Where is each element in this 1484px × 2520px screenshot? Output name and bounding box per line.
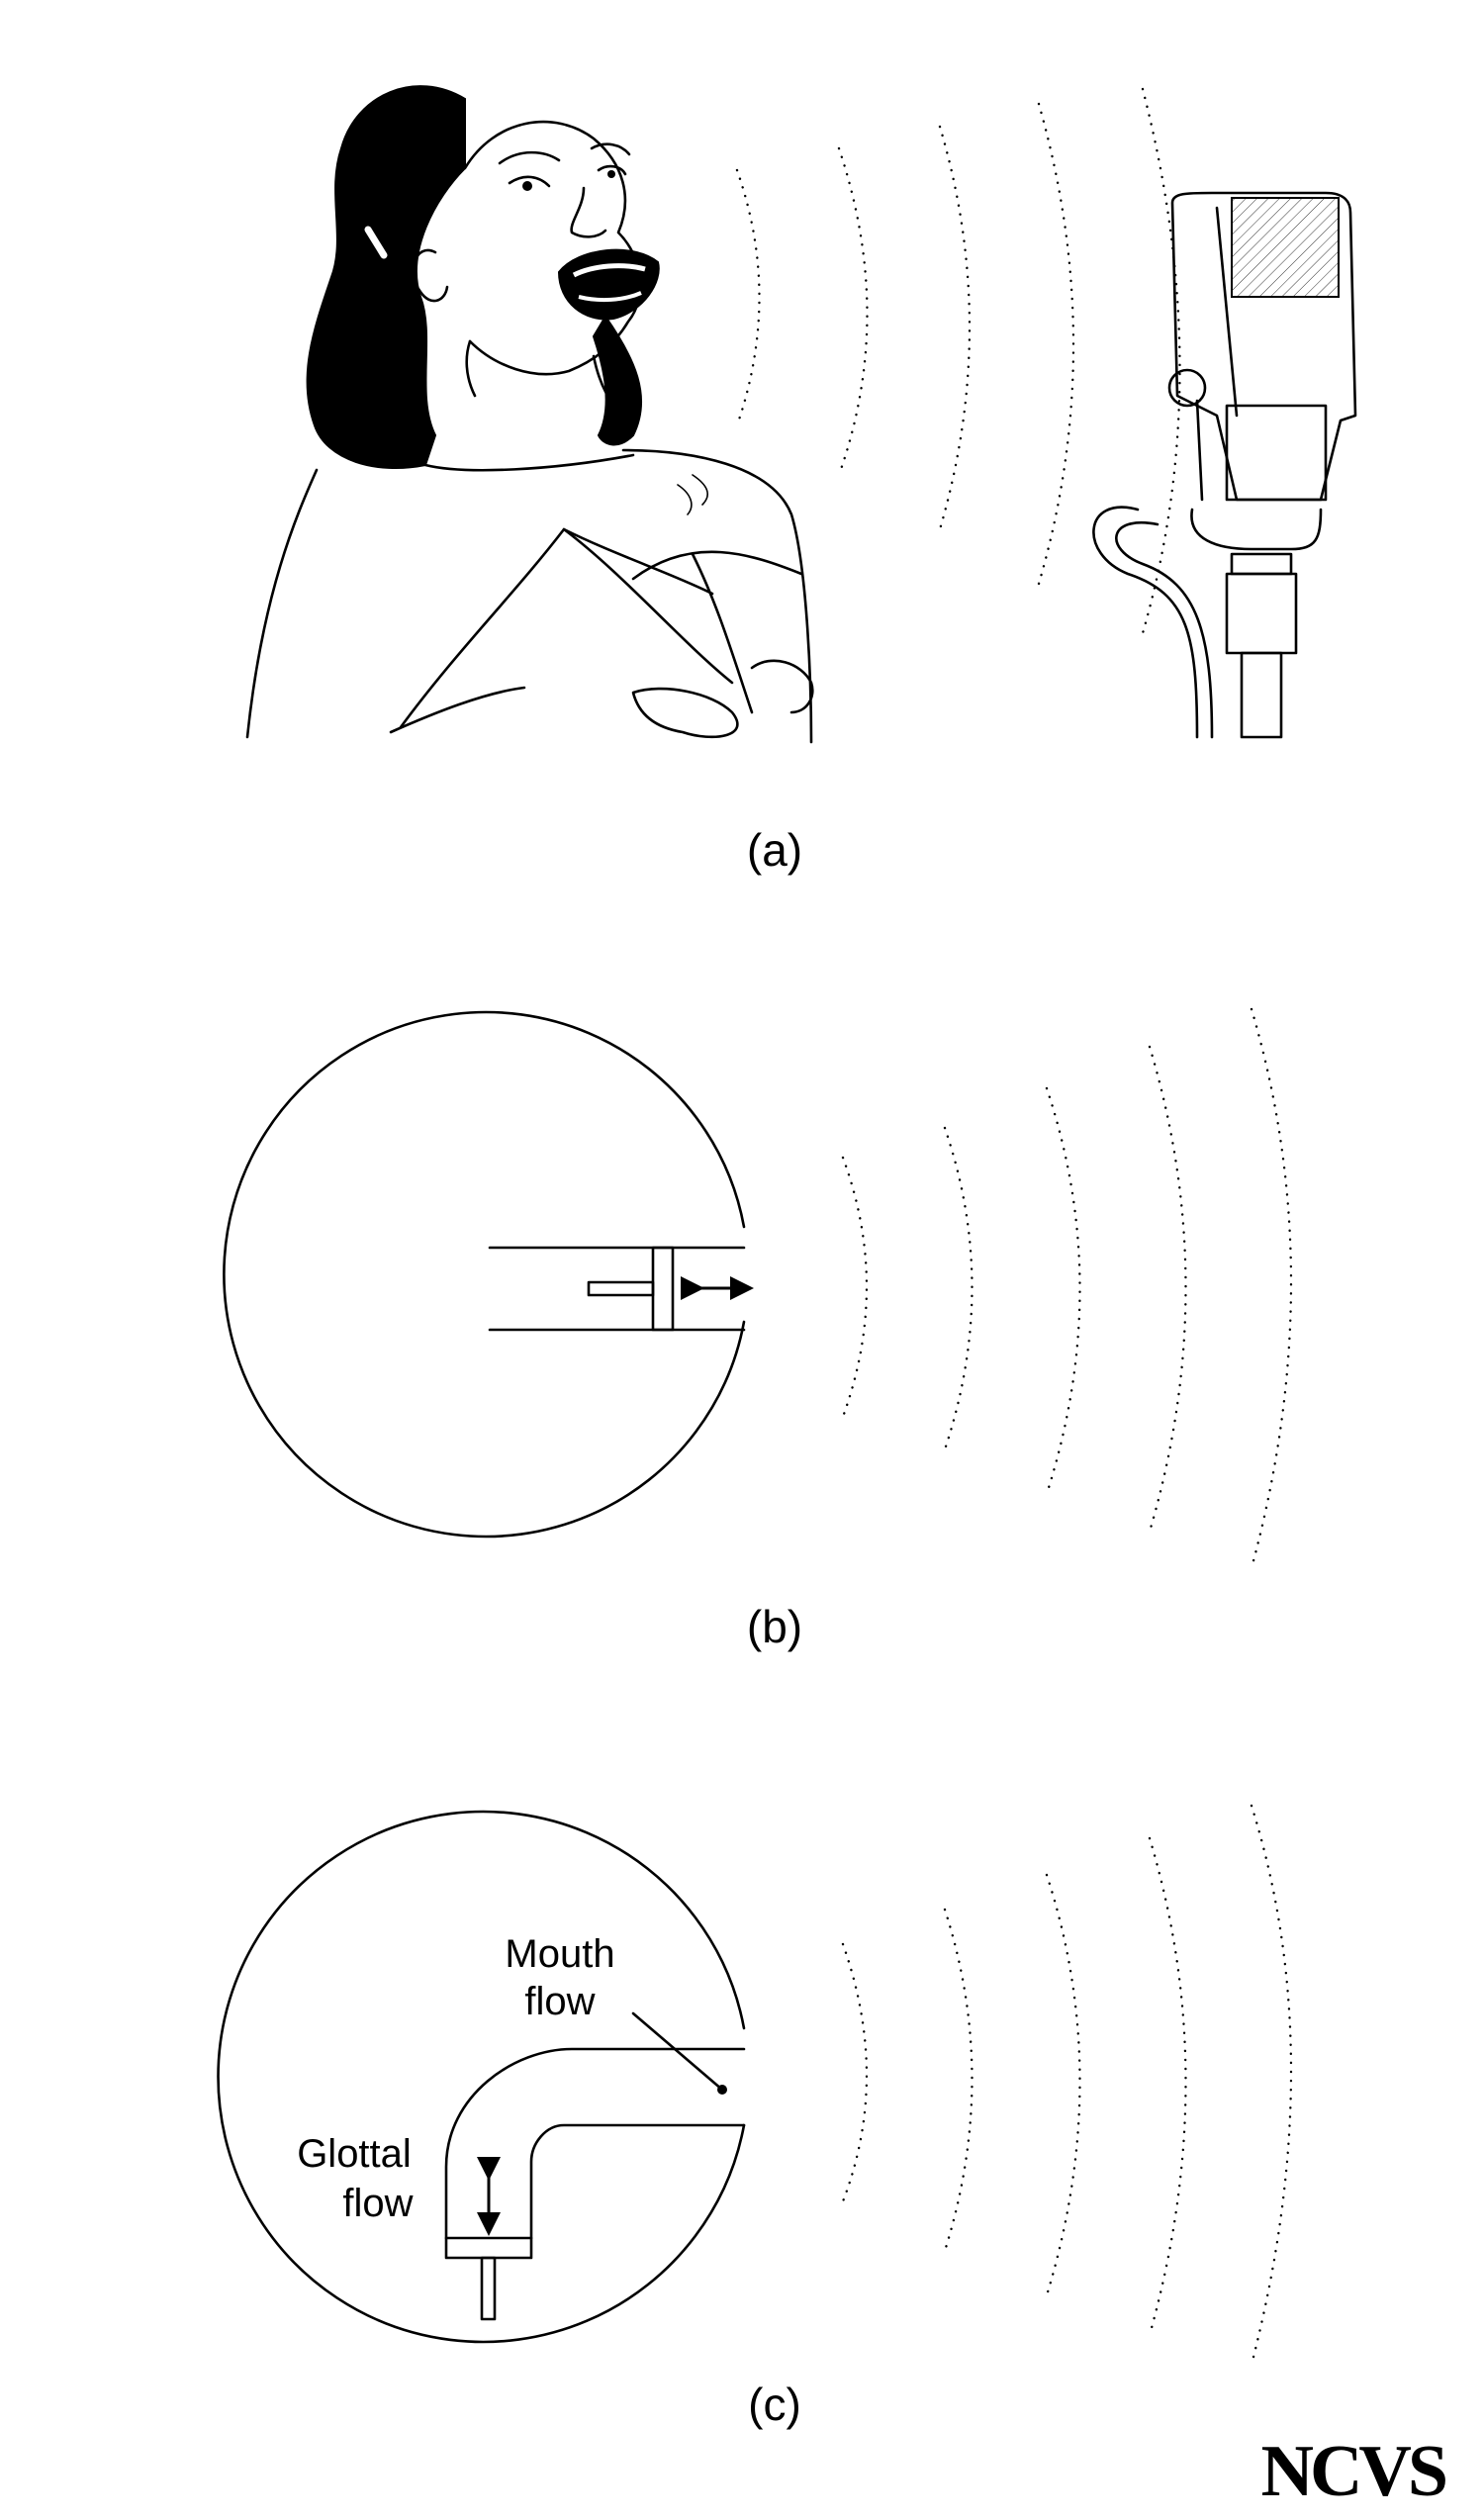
- mouth-flow-point: [717, 2085, 727, 2095]
- sphere-outline-c: [217, 1810, 746, 2344]
- ncvs-logo: NCVS: [1261, 2431, 1446, 2512]
- vintage-microphone-icon: [1092, 191, 1357, 739]
- mouth-flow-label-line2: flow: [524, 1980, 595, 2023]
- panel-label-c: (c): [748, 2379, 801, 2430]
- piston-plate-c: [444, 2236, 533, 2260]
- panel-c: Mouth flow Glottal flow (c): [217, 1804, 1293, 2430]
- singer-illustration: [245, 85, 814, 744]
- panel-label-b: (b): [747, 1601, 802, 1652]
- mouth-flow-leader: [631, 2011, 724, 2092]
- piston-rod-b: [587, 1280, 655, 1297]
- sound-waves-b: [841, 1007, 1293, 1570]
- panel-a: (a): [245, 85, 1357, 876]
- sound-waves-c: [841, 1804, 1293, 2367]
- piston-rod-c: [480, 2256, 497, 2321]
- mouth-flow-label-line1: Mouth: [505, 1932, 614, 1976]
- glottal-flow-label-line1: Glottal: [297, 2132, 412, 2176]
- piston-plate-b: [651, 1246, 675, 1332]
- sound-waves-a: [735, 87, 1181, 635]
- bent-tube-inner-c: [529, 2123, 746, 2240]
- panel-b: (b): [223, 1007, 1293, 1652]
- sphere-outline-b: [223, 1010, 746, 1539]
- glottal-flow-label-line2: flow: [342, 2182, 413, 2225]
- panel-label-a: (a): [747, 824, 802, 876]
- bent-tube-outer-c: [444, 2047, 746, 2240]
